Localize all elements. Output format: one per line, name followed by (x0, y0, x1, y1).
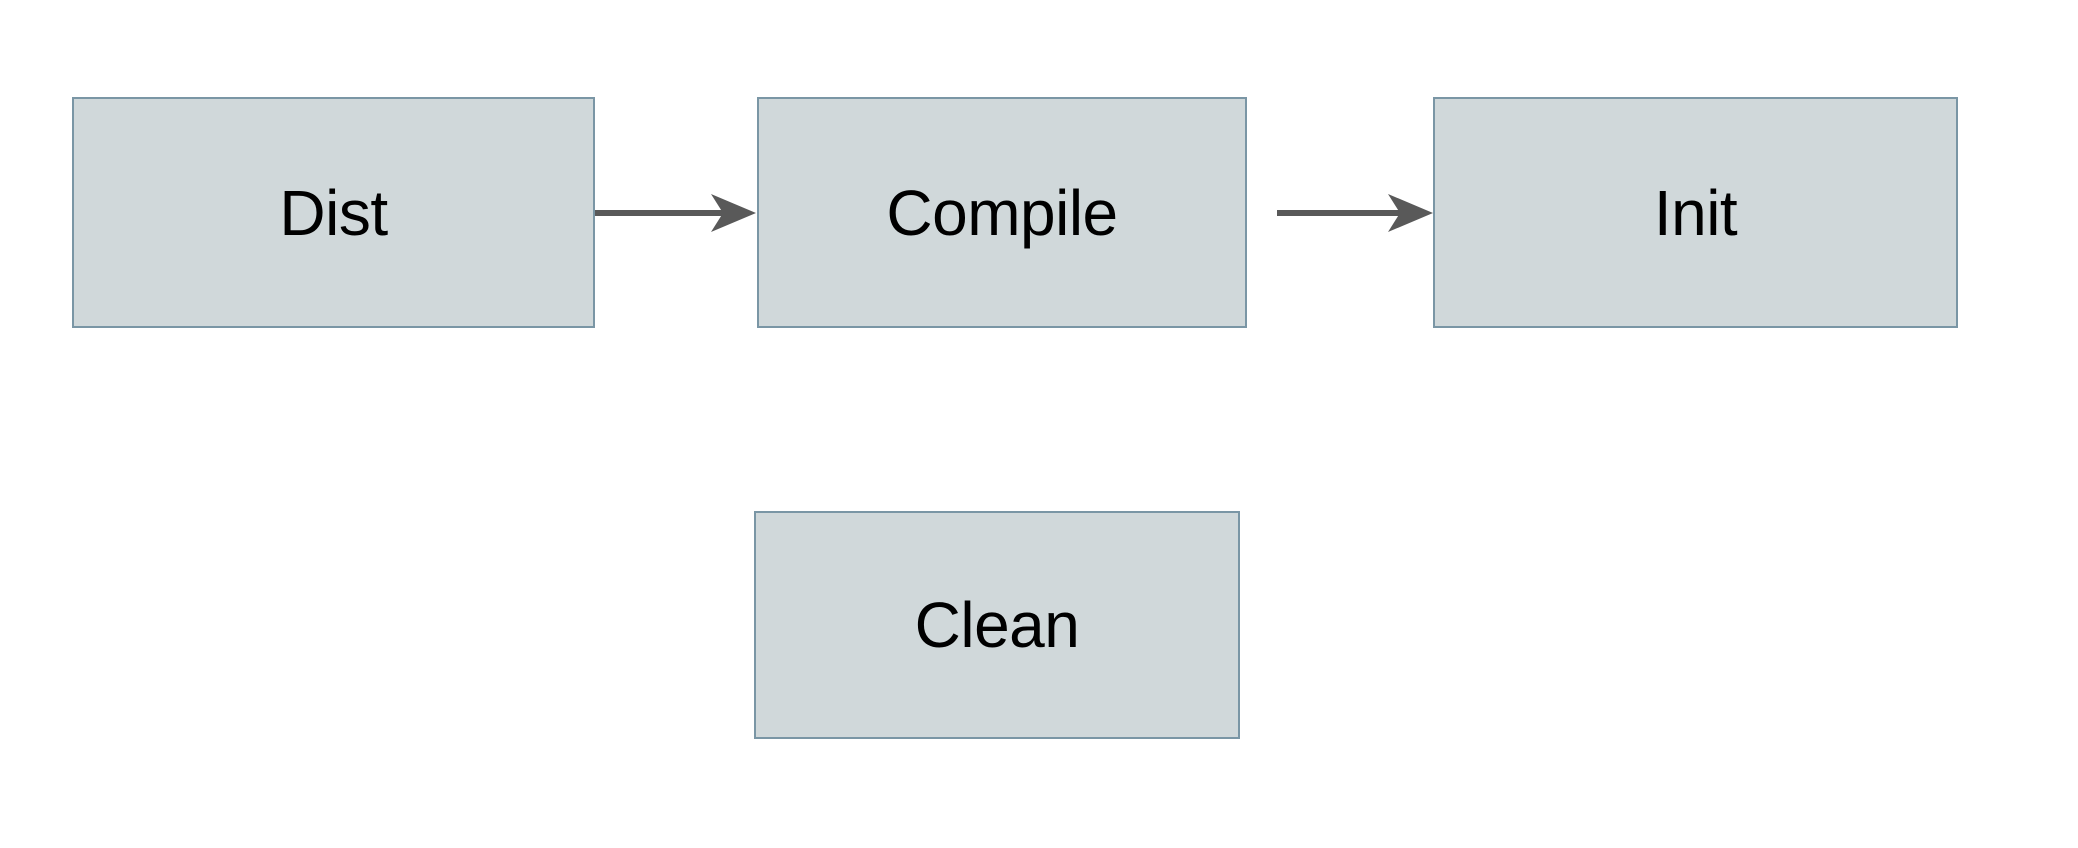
diagram-node-dist[interactable]: Dist (72, 97, 595, 328)
node-label-compile: Compile (886, 176, 1118, 249)
diagram-node-clean[interactable]: Clean (754, 511, 1240, 739)
diagram-node-init[interactable]: Init (1433, 97, 1958, 328)
node-label-dist: Dist (279, 176, 388, 249)
node-label-init: Init (1653, 176, 1738, 249)
node-label-clean: Clean (914, 589, 1080, 661)
diagram-edge-dist-to-compile[interactable] (595, 190, 760, 236)
diagram-edge-compile-to-init[interactable] (1247, 190, 1437, 236)
diagram-node-compile[interactable]: Compile (757, 97, 1247, 328)
